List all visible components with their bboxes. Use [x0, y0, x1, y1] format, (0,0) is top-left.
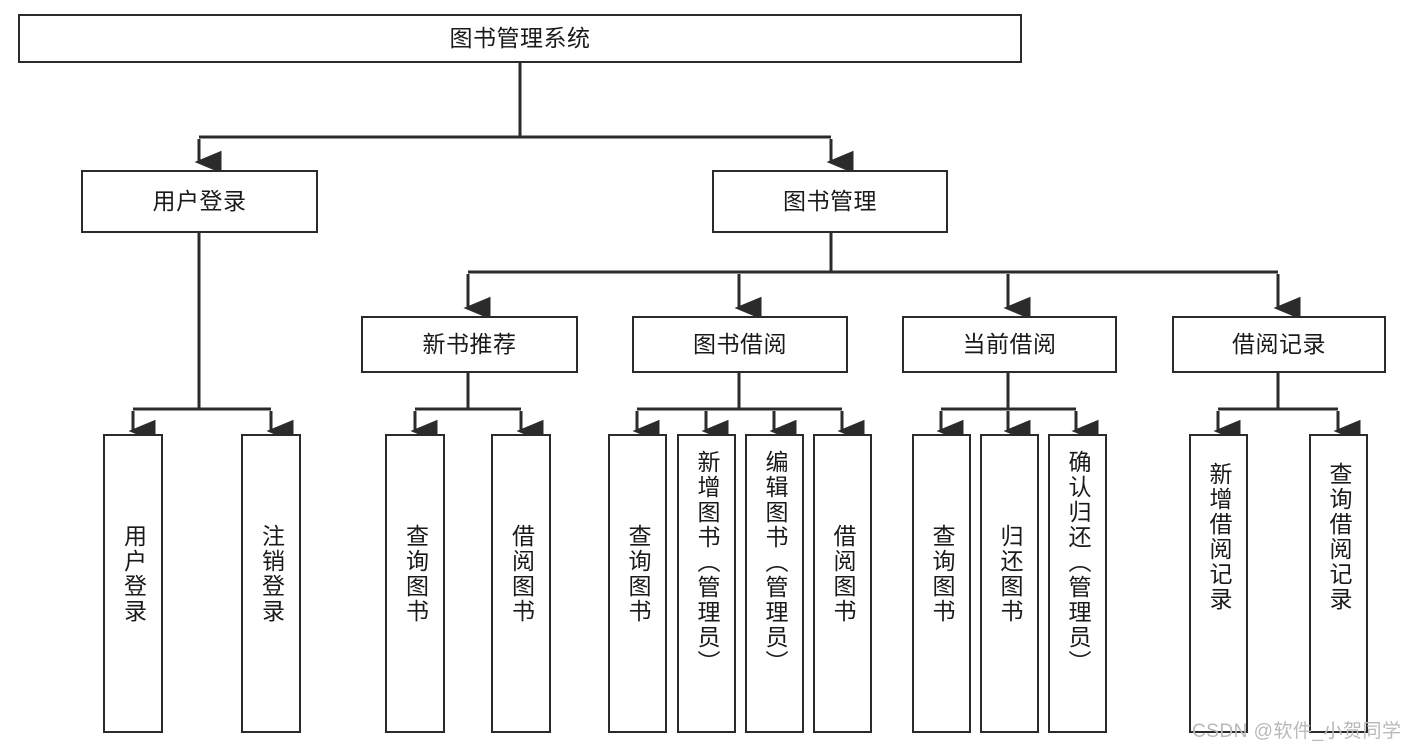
csdn-watermark: CSDN @软件_小贺同学 [1192, 721, 1402, 742]
leaf-record-query-borrow-record[interactable]: 查询借阅记录 [1309, 434, 1368, 733]
leaf-borrow-borrow-books[interactable]: 借阅图书 [813, 434, 872, 733]
node-label: 借阅记录 [1232, 330, 1326, 357]
leaf-current-return-books[interactable]: 归还图书 [980, 434, 1039, 733]
node-label: 查询图书 [929, 524, 955, 624]
node-label: 确认归还（管理员） [1065, 450, 1091, 675]
node-label: 图书借阅 [693, 330, 787, 357]
leaf-record-add-borrow-record[interactable]: 新增借阅记录 [1189, 434, 1248, 733]
node-label: 新增借阅记录 [1206, 462, 1232, 612]
node-label: 查询图书 [625, 524, 651, 624]
node-book-borrow[interactable]: 图书借阅 [632, 316, 848, 373]
node-label: 注销登录 [258, 524, 285, 624]
leaf-user-login-login[interactable]: 用户登录 [103, 434, 163, 733]
node-root-book-management-system[interactable]: 图书管理系统 [18, 14, 1022, 63]
node-label: 图书管理 [783, 187, 877, 214]
leaf-borrow-query-books[interactable]: 查询图书 [608, 434, 667, 733]
leaf-current-query-books[interactable]: 查询图书 [912, 434, 971, 733]
leaf-borrow-edit-book-admin[interactable]: 编辑图书（管理员） [745, 434, 804, 733]
node-current-borrow[interactable]: 当前借阅 [902, 316, 1117, 373]
node-label: 新增图书（管理员） [694, 450, 720, 675]
node-label: 编辑图书（管理员） [762, 450, 788, 675]
node-label: 图书管理系统 [449, 24, 591, 51]
node-new-book-recommend[interactable]: 新书推荐 [361, 316, 578, 373]
node-label: 借阅图书 [830, 524, 856, 624]
node-label: 查询借阅记录 [1326, 462, 1352, 612]
leaf-user-login-logout[interactable]: 注销登录 [241, 434, 301, 733]
leaf-new-book-query-books[interactable]: 查询图书 [385, 434, 445, 733]
leaf-new-book-borrow-books[interactable]: 借阅图书 [491, 434, 551, 733]
node-label: 用户登录 [152, 187, 247, 214]
node-label: 新书推荐 [422, 330, 517, 357]
leaf-current-confirm-return-admin[interactable]: 确认归还（管理员） [1048, 434, 1107, 733]
leaf-borrow-add-book-admin[interactable]: 新增图书（管理员） [677, 434, 736, 733]
node-label: 用户登录 [120, 524, 147, 624]
node-user-login[interactable]: 用户登录 [81, 170, 318, 233]
node-borrow-record[interactable]: 借阅记录 [1172, 316, 1386, 373]
node-label: 当前借阅 [962, 330, 1057, 357]
node-label: 归还图书 [997, 524, 1023, 624]
node-label: 查询图书 [402, 524, 429, 624]
node-book-management[interactable]: 图书管理 [712, 170, 948, 233]
node-label: 借阅图书 [508, 524, 535, 624]
